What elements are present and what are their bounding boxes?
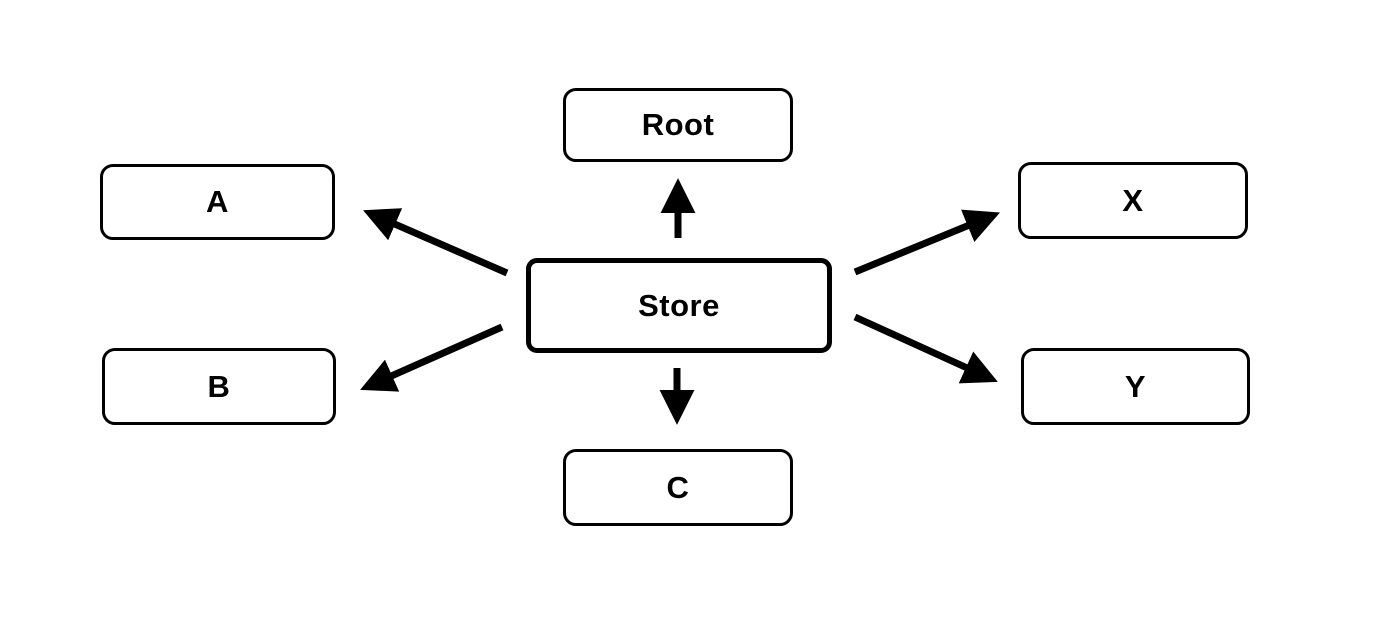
node-c: C: [563, 449, 793, 526]
node-x: X: [1018, 162, 1248, 239]
edge-store-a: [363, 208, 509, 277]
node-root: Root: [563, 88, 793, 162]
node-x-label: X: [1122, 182, 1144, 218]
node-a-label: A: [206, 184, 229, 219]
node-y-label: Y: [1124, 368, 1147, 404]
node-a: A: [100, 164, 335, 240]
node-b-label: B: [207, 368, 231, 404]
node-y: Y: [1021, 348, 1250, 425]
node-c-label: C: [666, 469, 690, 505]
node-b: B: [102, 348, 336, 425]
node-store-label: Store: [638, 287, 720, 323]
edge-store-y: [853, 313, 998, 384]
edge-store-b: [360, 323, 504, 392]
node-store: Store: [526, 258, 832, 353]
edge-store-x: [853, 209, 1001, 276]
node-root-label: Root: [641, 107, 715, 142]
